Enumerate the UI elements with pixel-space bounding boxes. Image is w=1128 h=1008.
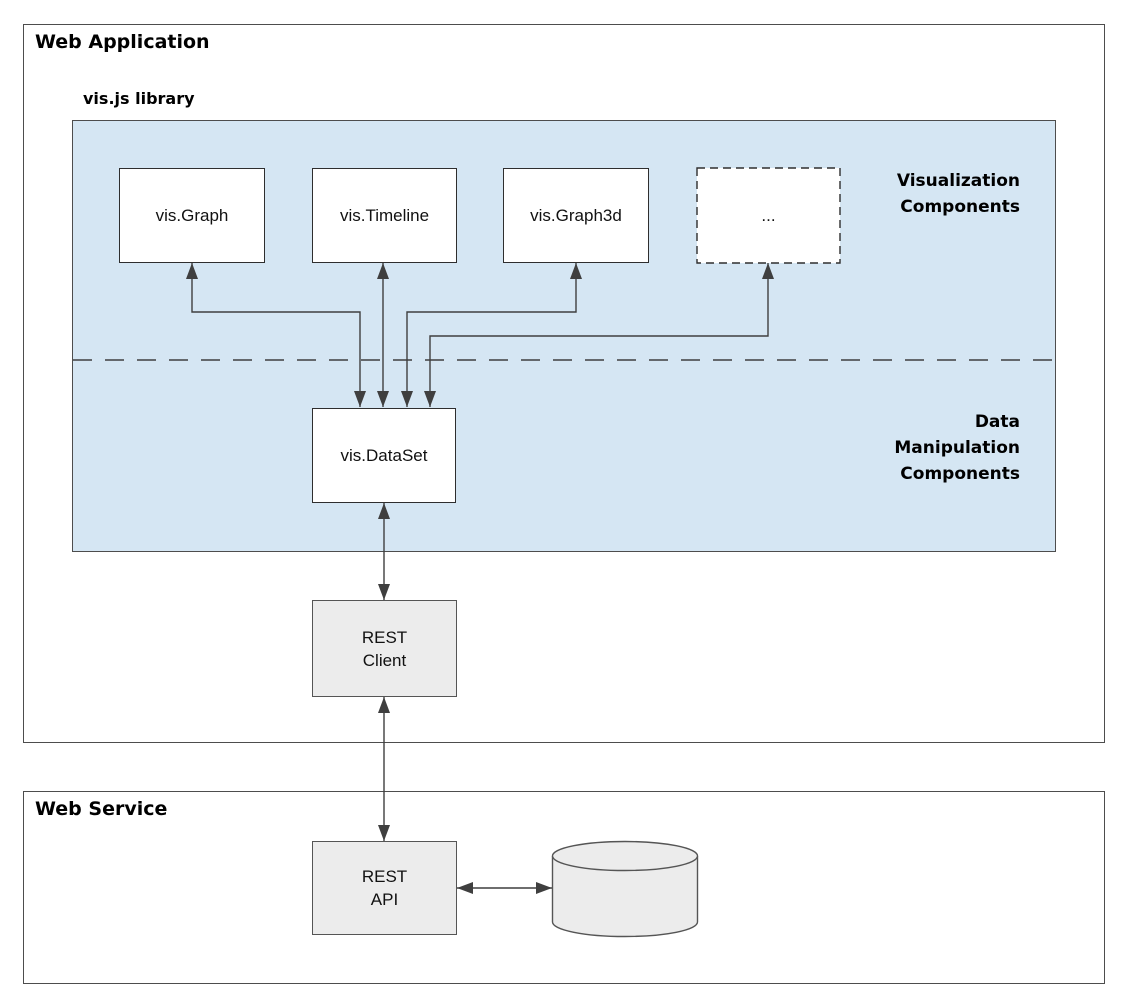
dataset-box: vis.DataSet [312,408,456,503]
vis-graph-label: vis.Graph [155,206,229,225]
data-manipulation-components-text: Data Manipulation Components [894,412,1020,484]
rest-api-box: REST API [312,841,457,935]
visualization-components-text: Visualization Components [896,171,1020,217]
component-box-vis-graph3d: vis.Graph3d [503,168,649,263]
data-store-label: Data [607,879,643,899]
component-box-vis-graph: vis.Graph [119,168,265,263]
web-service-title: Web Service [35,798,168,820]
component-box-ellipsis: ... [697,168,840,263]
ellipsis-label: ... [761,206,776,225]
vis-timeline-label: vis.Timeline [339,206,430,225]
vis-graph3d-label: vis.Graph3d [530,206,622,225]
rest-client-label: REST Client [361,627,408,670]
component-box-vis-timeline: vis.Timeline [312,168,457,263]
rest-client-box: REST Client [312,600,457,697]
data-manipulation-components-label: Data Manipulation Components [894,409,1020,487]
visualization-components-label: Visualization Components [897,168,1020,220]
dataset-label: vis.DataSet [340,446,428,465]
data-store-box: Data [552,842,698,937]
visjs-library-label: vis.js library [83,89,195,108]
web-application-title: Web Application [35,31,210,53]
rest-api-label: REST API [361,867,408,909]
